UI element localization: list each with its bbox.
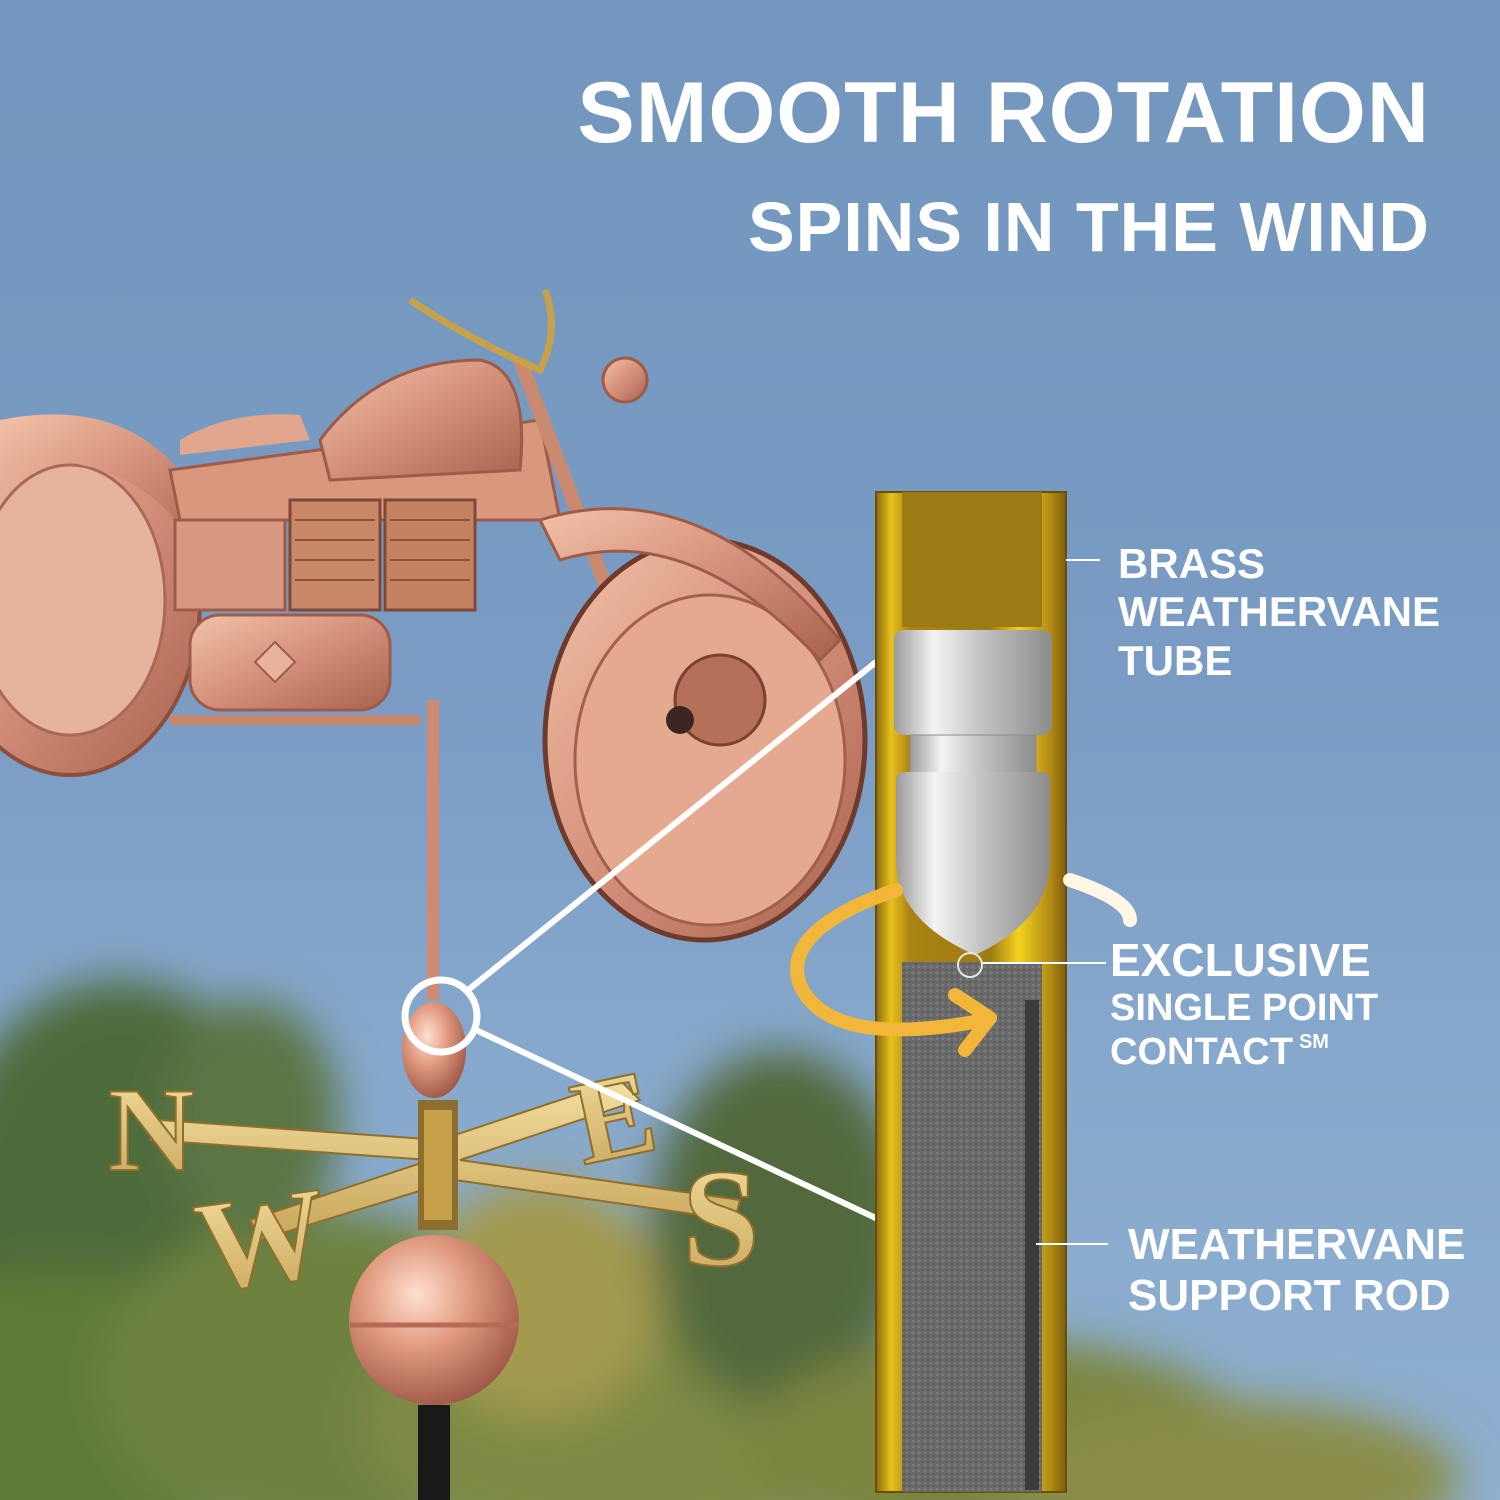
- steel-pivot-point: [896, 772, 1050, 955]
- copper-stem: [427, 700, 439, 1000]
- headline-line-2: SPINS IN THE WIND: [747, 188, 1430, 266]
- black-mounting-rod: [418, 1405, 450, 1500]
- rotation-arrow-icon: [790, 873, 1137, 1057]
- compass-letter-n: N: [108, 1063, 195, 1196]
- label-brass-tube: BRASS WEATHERVANE TUBE: [1118, 540, 1441, 684]
- headline-line-1: SMOOTH ROTATION: [577, 65, 1430, 161]
- steel-pivot-cap: [894, 630, 1052, 735]
- contact-point-marker: [957, 952, 983, 978]
- headline: SMOOTH ROTATION SPINS IN THE WIND: [577, 70, 1430, 262]
- label-support-rod: WEATHERVANE SUPPORT ROD: [1128, 1220, 1466, 1320]
- magnifier-callout: [401, 659, 882, 1223]
- compass-letter-s: S: [682, 1141, 760, 1296]
- compass-letter-e: E: [561, 1044, 667, 1191]
- large-copper-ball: [349, 1235, 519, 1405]
- copper-motorcycle: [0, 288, 868, 943]
- service-mark: SM: [1298, 1030, 1329, 1053]
- compass-letter-w: W: [187, 1160, 336, 1321]
- brass-tube-cutaway: [875, 491, 1067, 1493]
